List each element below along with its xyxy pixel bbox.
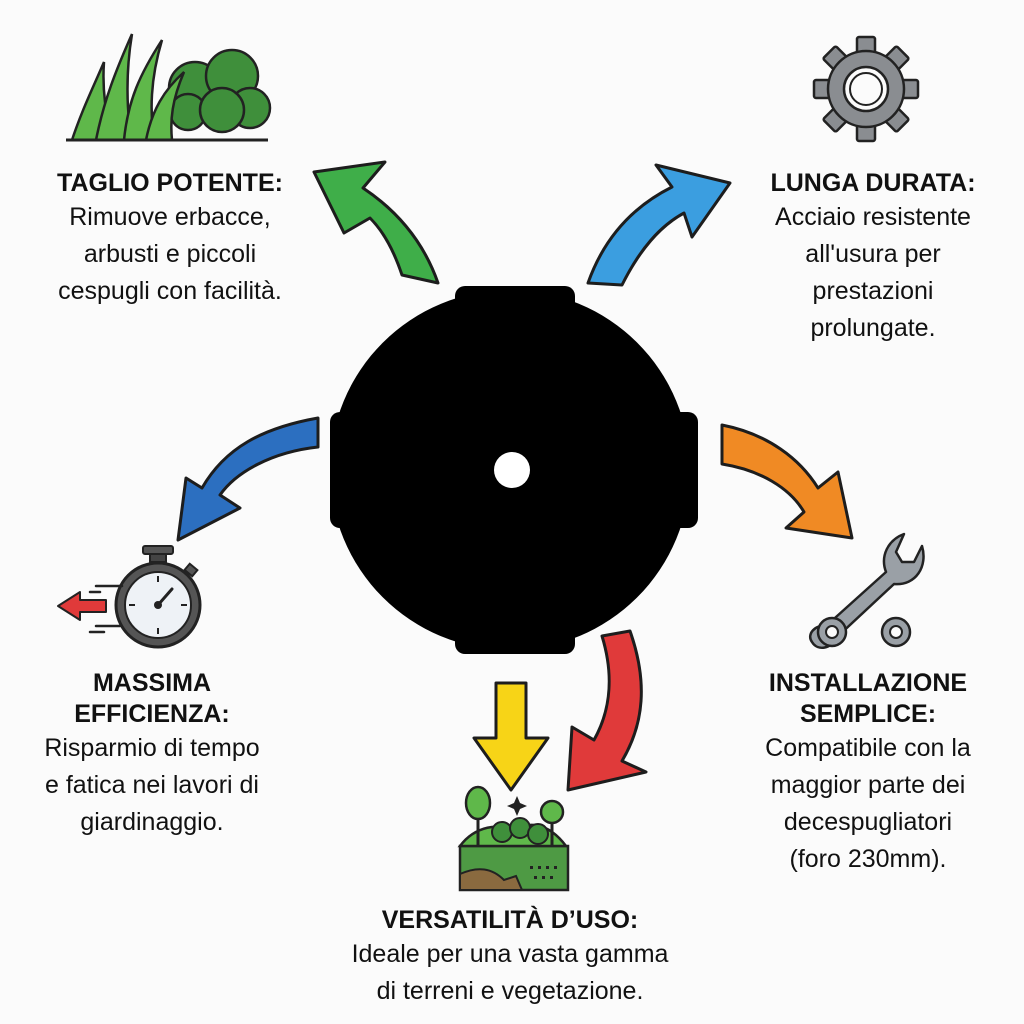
feature-versatilita-uso: VERSATILITÀ D’USO: Ideale per una vasta … bbox=[290, 905, 730, 1010]
arrow-red bbox=[566, 629, 648, 792]
feature-installazione-semplice: INSTALLAZIONE SEMPLICE: Compatibile con … bbox=[732, 668, 1004, 878]
feature-description-line: all'usura per bbox=[805, 240, 941, 268]
feature-lunga-durata: LUNGA DURATA: Acciaio resistente all'usu… bbox=[742, 168, 1004, 347]
center-hole bbox=[494, 452, 530, 488]
feature-description-line: cespugli con facilità. bbox=[58, 277, 282, 305]
feature-description-line: Compatibile con la bbox=[765, 734, 971, 762]
feature-description-line: Ideale per una vasta gamma bbox=[351, 940, 669, 968]
feature-description-line: di terreni e vegetazione. bbox=[376, 977, 644, 1005]
grass-and-bush-icon bbox=[66, 33, 272, 142]
feature-title-line: INSTALLAZIONE bbox=[768, 669, 968, 697]
feature-description-line: prestazioni bbox=[812, 277, 934, 305]
feature-description-line: maggior parte dei bbox=[770, 771, 966, 799]
feature-description-line: Risparmio di tempo bbox=[44, 734, 260, 762]
feature-taglio-potente: TAGLIO POTENTE: Rimuove erbacce, arbusti… bbox=[20, 168, 320, 310]
feature-title: TAGLIO POTENTE: bbox=[57, 169, 283, 197]
feature-description-line: decespugliatori bbox=[783, 808, 953, 836]
terrain-landscape-icon bbox=[457, 785, 570, 892]
feature-description-line: giardinaggio. bbox=[80, 808, 224, 836]
feature-description-line: Acciaio resistente bbox=[775, 203, 971, 231]
feature-description-line: arbusti e piccoli bbox=[83, 240, 257, 268]
feature-massima-efficienza: MASSIMA EFFICIENZA: Risparmio di tempo e… bbox=[10, 668, 294, 841]
feature-description-line: e fatica nei lavori di bbox=[44, 771, 259, 799]
feature-title-line: EFFICIENZA: bbox=[74, 700, 230, 728]
feature-description-line: Rimuove erbacce, bbox=[69, 203, 271, 231]
arrow-dark-blue bbox=[176, 416, 320, 542]
arrow-orange bbox=[720, 423, 854, 540]
feature-title-line: MASSIMA bbox=[92, 669, 212, 697]
arrow-light-blue bbox=[586, 163, 732, 287]
feature-description-line: (foro 230mm). bbox=[789, 845, 947, 873]
feature-title: VERSATILITÀ D’USO: bbox=[381, 906, 639, 934]
arrow-yellow bbox=[472, 681, 550, 792]
feature-title: LUNGA DURATA: bbox=[770, 169, 976, 197]
gear-icon bbox=[812, 35, 920, 143]
feature-title-line: SEMPLICE: bbox=[799, 700, 937, 728]
feature-description-line: prolungate. bbox=[810, 314, 936, 342]
arrow-green bbox=[312, 160, 440, 285]
four-blade-trimmer-disc-icon bbox=[330, 286, 698, 654]
wrench-and-washer-icon bbox=[809, 532, 925, 650]
stopwatch-icon bbox=[57, 545, 202, 649]
